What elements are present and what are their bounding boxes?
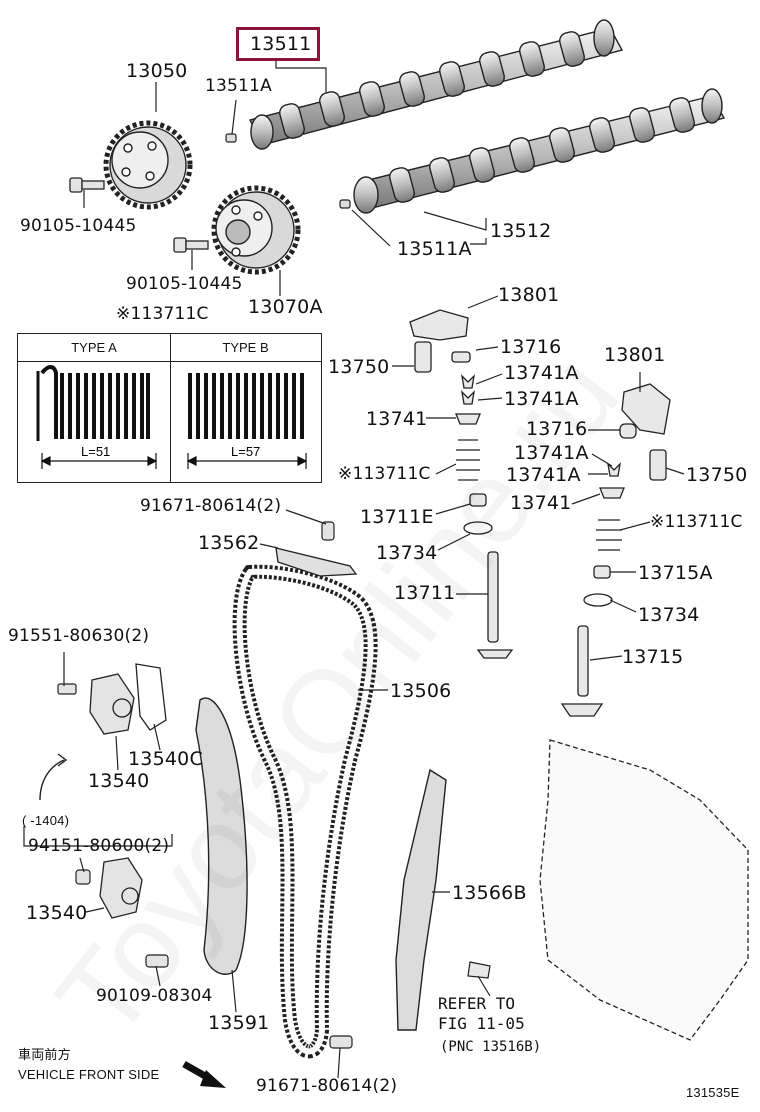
camshaft-exhaust [353,88,726,214]
part-label-13566b[interactable]: 13566B [452,882,527,904]
camshaft-intake [248,19,624,150]
part-label-13540-b[interactable]: 13540 [26,902,88,924]
part-label-13741-b[interactable]: 13741 [510,492,572,514]
front-label-jp: 車両前方 [18,1047,71,1062]
bolt-90105-a [69,177,105,193]
part-label-13511[interactable]: 13511 [250,33,312,55]
valve-train-right [560,383,671,717]
part-label-13741a-a1[interactable]: 13741A [504,362,579,384]
part-label-13711c-a[interactable]: ※113711C [338,464,431,484]
sprocket-13070a [211,185,301,275]
part-label-13801-a[interactable]: 13801 [498,284,560,306]
sprocket-13050 [103,120,193,210]
part-label-13711e[interactable]: 13711E [360,506,434,528]
part-label-90109[interactable]: 90109-08304 [96,986,213,1006]
part-label-13741a-b2[interactable]: 13741A [506,464,581,486]
spring-type-table: TYPE A TYPE B L=51 L=57 [17,333,322,483]
part-label-13050[interactable]: 13050 [126,60,188,82]
part-label-13750-a[interactable]: 13750 [328,356,390,378]
part-label-13734-b[interactable]: 13734 [638,604,700,626]
refer-line-1: REFER TO [438,994,516,1013]
part-label-13715[interactable]: 13715 [622,646,684,668]
chain-guide-13591 [195,697,248,975]
part-label-94151[interactable]: 94151-80600(2) [28,836,170,856]
timing-chain [232,564,378,1059]
part-label-13511a-top[interactable]: 13511A [205,76,272,96]
valve-train-left [409,309,514,659]
part-label-13715a[interactable]: 13715A [638,562,713,584]
engine-block [539,739,749,1041]
part-label-13506[interactable]: 13506 [390,680,452,702]
part-label-13716-a[interactable]: 13716 [500,336,562,358]
bolt-91671-b [329,1035,353,1049]
part-label-13540-a[interactable]: 13540 [88,770,150,792]
part-label-13741a-b1[interactable]: 13741A [514,442,589,464]
part-label-13750-b[interactable]: 13750 [686,464,748,486]
part-label-13070a[interactable]: 13070A [248,296,323,318]
part-label-13711[interactable]: 13711 [394,582,456,604]
highlight-frame [236,27,320,61]
bolt-94151 [75,869,91,885]
part-label-13741-a[interactable]: 13741 [366,408,428,430]
part-label-13801-b[interactable]: 13801 [604,344,666,366]
refer-line-3: (PNC 13516B) [440,1039,542,1055]
spring-illustrations [36,365,308,469]
length-b: L=57 [228,444,264,459]
part-label-13540c[interactable]: 13540C [128,748,203,770]
part-label-91671-a[interactable]: 91671-80614(2) [140,496,282,516]
front-label-en: VEHICLE FRONT SIDE [18,1067,160,1082]
pin-13511a-top [225,133,237,143]
part-label-13562[interactable]: 13562 [198,532,260,554]
part-label-13716-b[interactable]: 13716 [526,418,588,440]
length-a: L=51 [78,444,114,459]
bolt-90109 [145,954,169,968]
date-range-note: ( -1404) [22,813,70,828]
pin-13511a-bottom [339,199,351,209]
part-label-13741a-a2[interactable]: 13741A [504,388,579,410]
part-label-13734-a[interactable]: 13734 [376,542,438,564]
type-b-header: TYPE B [170,334,321,362]
type-a-header: TYPE A [18,334,171,362]
damper-13562 [275,547,358,577]
tensioner-13540-a [89,663,167,735]
leader-lines [63,61,685,1079]
part-label-90105-b[interactable]: 90105-10445 [126,274,243,294]
part-label-90105-a[interactable]: 90105-10445 [20,216,137,236]
figure-code: 131535E [686,1085,740,1100]
part-label-13511a-bottom[interactable]: 13511A [397,238,472,260]
refer-line-2[interactable]: FIG 11-05 [438,1014,525,1033]
bolt-91671-a [321,521,335,541]
part-label-91671-b[interactable]: 91671-80614(2) [256,1076,398,1096]
part-label-13512[interactable]: 13512 [490,220,552,242]
note-13711c: ※113711C [116,304,209,324]
bolt-90105-b [173,237,209,253]
tensioner-13540-b [99,857,143,919]
part-label-13591[interactable]: 13591 [208,1012,270,1034]
part-label-13711c-b[interactable]: ※113711C [650,512,743,532]
curved-arrow [39,759,65,801]
part-label-91551[interactable]: 91551-80630(2) [8,626,150,646]
bolt-91551 [57,683,77,695]
chain-guide-13566b [395,768,447,1031]
